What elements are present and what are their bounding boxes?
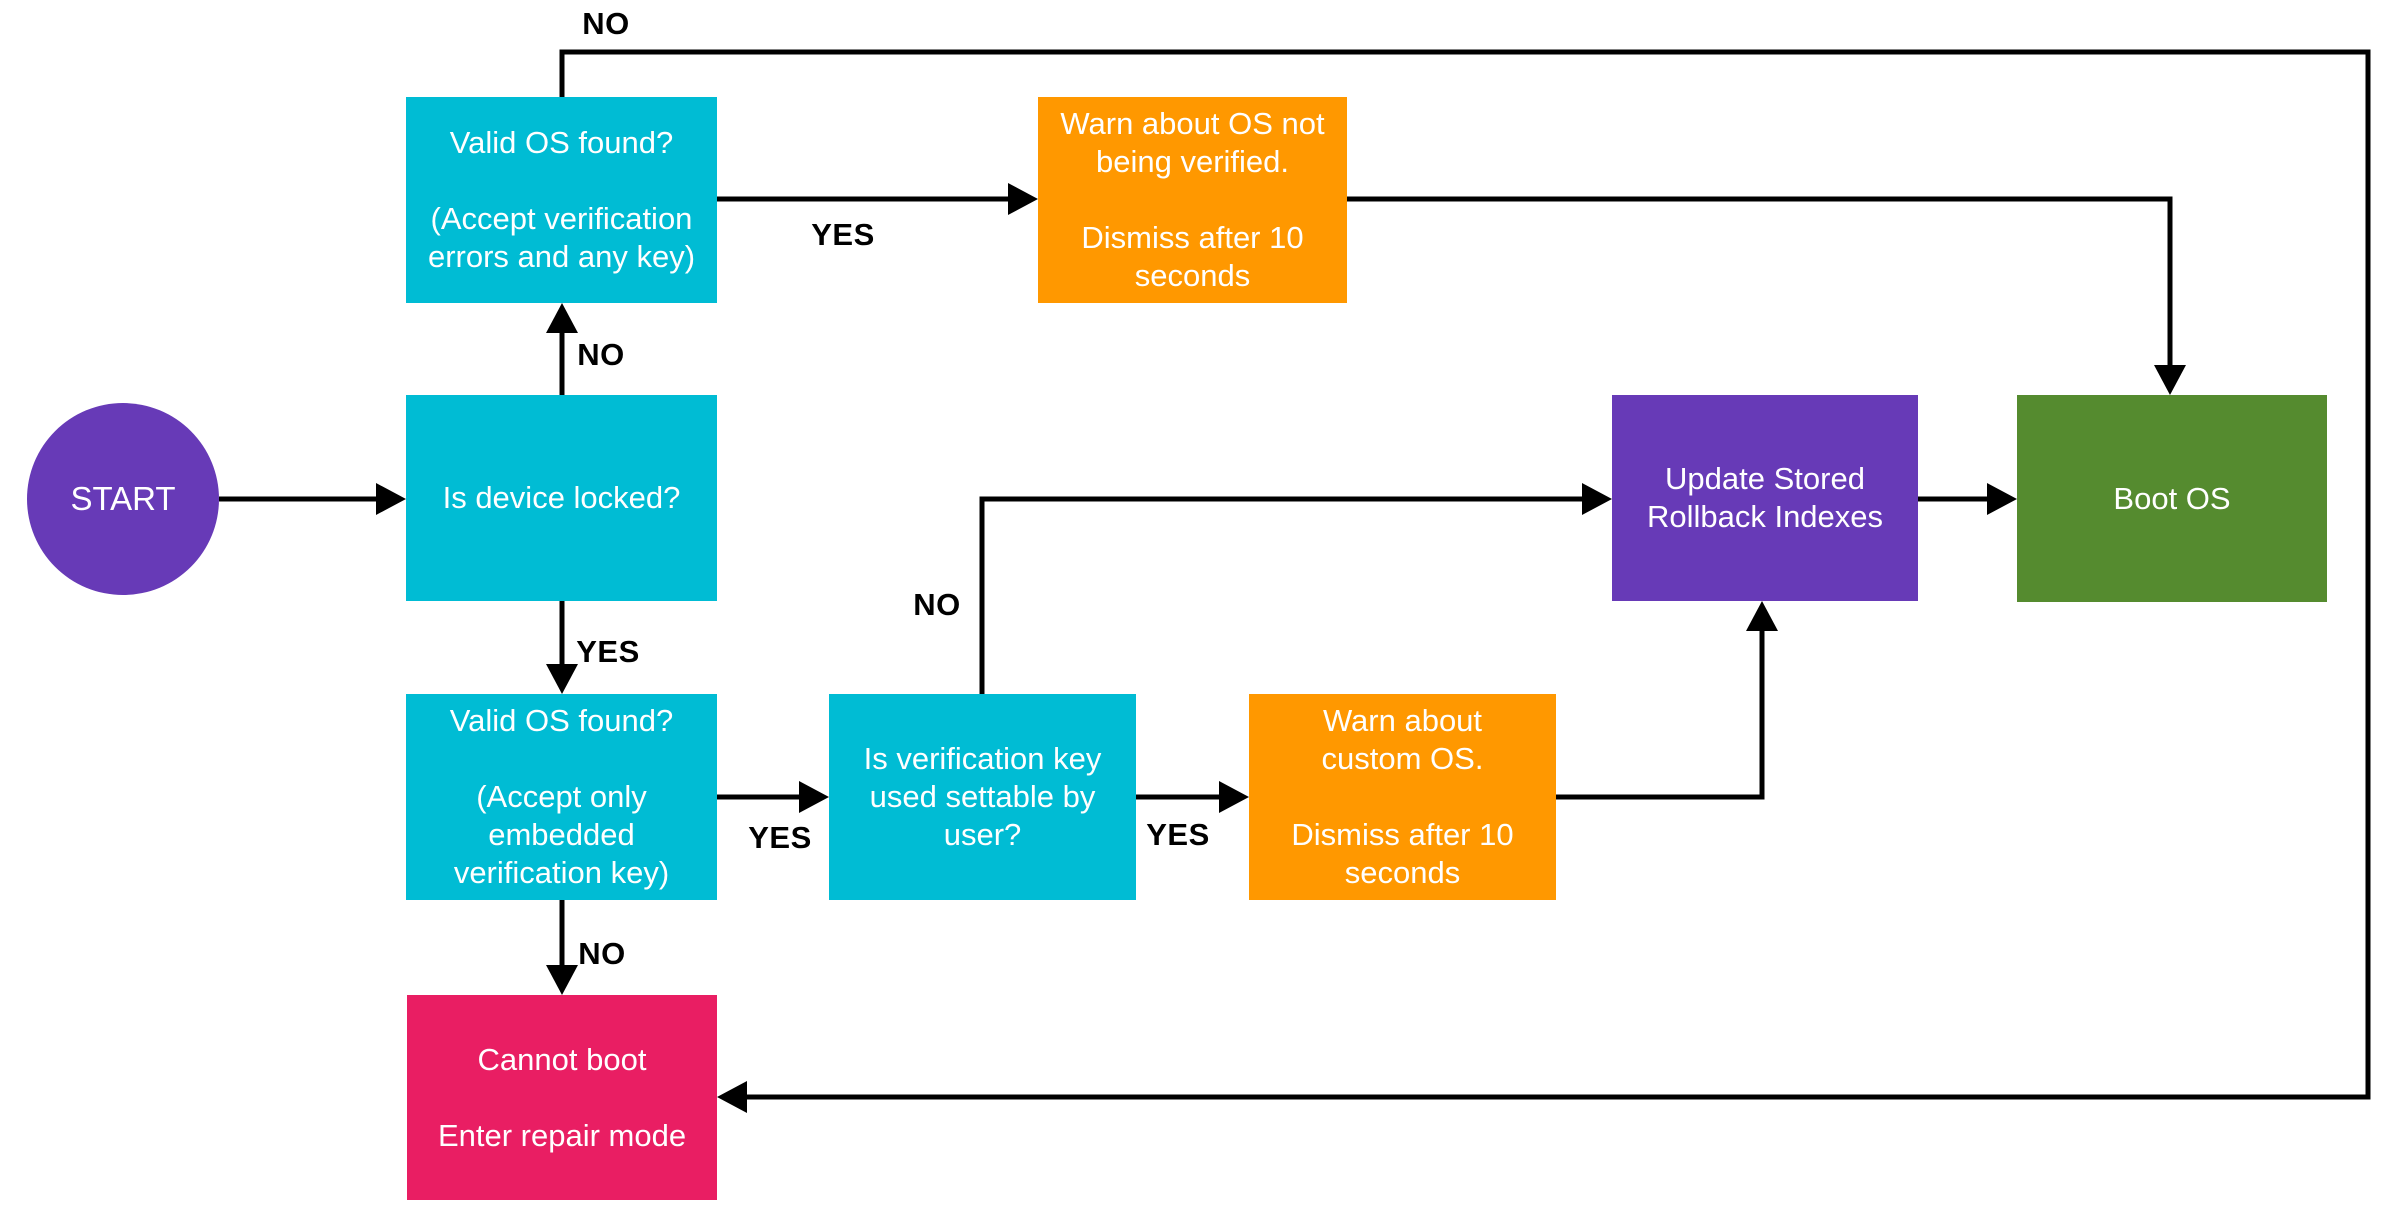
warn-os-not-verified-text-line: seconds [1134, 258, 1251, 293]
cannot-boot-text-line: Cannot boot [477, 1041, 647, 1077]
start-to-is-device-locked-arrowhead-icon [376, 483, 406, 515]
key-settable-yes-right-arrowhead-icon [1219, 781, 1249, 813]
is-device-locked-text-line: Is device locked? [442, 480, 681, 515]
warn-not-verified-to-boot-os-arrowhead-icon [2154, 365, 2186, 395]
start-terminal: START [27, 403, 219, 595]
key-settable-no-to-update-connector [979, 496, 1586, 694]
is-device-locked-no-up-arrowhead-icon [546, 303, 578, 333]
update-to-boot-os-arrowhead-icon [1987, 483, 2017, 515]
valid-os-embedded-yes-right-arrowhead-icon [799, 781, 829, 813]
key-settable-by-user-text-line: Is verification key [863, 741, 1102, 776]
label-yes-key-to-warn-custom: YES [1146, 817, 1210, 852]
update-rollback-indexes-text-line: Update Stored [1665, 461, 1865, 496]
valid-os-any-no-to-cannot-boot-arrowhead-icon [717, 1081, 747, 1113]
valid-os-any-no-to-cannot-boot-connector [559, 49, 2371, 1100]
is-device-locked-yes-down-arrowhead-icon [546, 664, 578, 694]
warn-custom-os-text-line: Warn about [1322, 703, 1483, 738]
label-yes-locked-down: YES [576, 634, 640, 669]
valid-os-any-key-text-line: Valid OS found? [449, 125, 674, 160]
warn-not-verified-to-boot-os-connector [1347, 196, 2173, 369]
warn-custom-os-text-line: Dismiss after 10 [1291, 817, 1514, 852]
valid-os-embedded-no-down-arrowhead-icon [546, 965, 578, 995]
label-no-embedded-down: NO [578, 936, 626, 971]
start-text-line: START [70, 480, 176, 517]
is-device-locked-box: Is device locked? [406, 395, 717, 601]
valid-os-embedded-key-text-line: embedded [488, 817, 635, 852]
warn-os-not-verified-text-line: Dismiss after 10 [1081, 220, 1304, 255]
key-settable-by-user-text-line: user? [943, 817, 1022, 852]
warn-os-not-verified-text-line: being verified. [1095, 144, 1289, 179]
cannot-boot-text-line: Enter repair mode [437, 1117, 687, 1153]
valid-os-embedded-key-text-line: Valid OS found? [449, 703, 674, 738]
label-no-locked-up: NO [577, 337, 625, 372]
label-yes-any-to-warn: YES [811, 217, 875, 252]
valid-os-embedded-key-text-line: verification key) [453, 855, 670, 890]
valid-os-any-key-text-line: (Accept verification [430, 201, 693, 236]
key-settable-by-user-text-line: used settable by [869, 779, 1096, 814]
warn-os-not-verified-text-line: Warn about OS not [1060, 106, 1325, 141]
valid-os-any-yes-to-warn-arrowhead-icon [1008, 183, 1038, 215]
valid-os-any-key-text-line: errors and any key) [427, 239, 696, 274]
valid-os-embedded-key-text-line: (Accept only [476, 779, 647, 814]
warn-custom-to-update-connector [1556, 627, 1765, 800]
label-no-top-return: NO [582, 6, 630, 41]
label-yes-embedded-to-key: YES [748, 820, 812, 855]
boot-os-text-line: Boot OS [2113, 480, 2231, 516]
boot-os-box: Boot OS [2017, 395, 2327, 602]
warn-custom-os-text-line: custom OS. [1321, 741, 1484, 776]
warn-custom-to-update-arrowhead-icon [1746, 601, 1778, 631]
key-settable-no-to-update-arrowhead-icon [1582, 483, 1612, 515]
update-rollback-indexes-text-line: Rollback Indexes [1646, 499, 1884, 534]
label-no-key-settable-up: NO [913, 587, 961, 622]
warn-custom-os-text-line: seconds [1344, 855, 1461, 890]
